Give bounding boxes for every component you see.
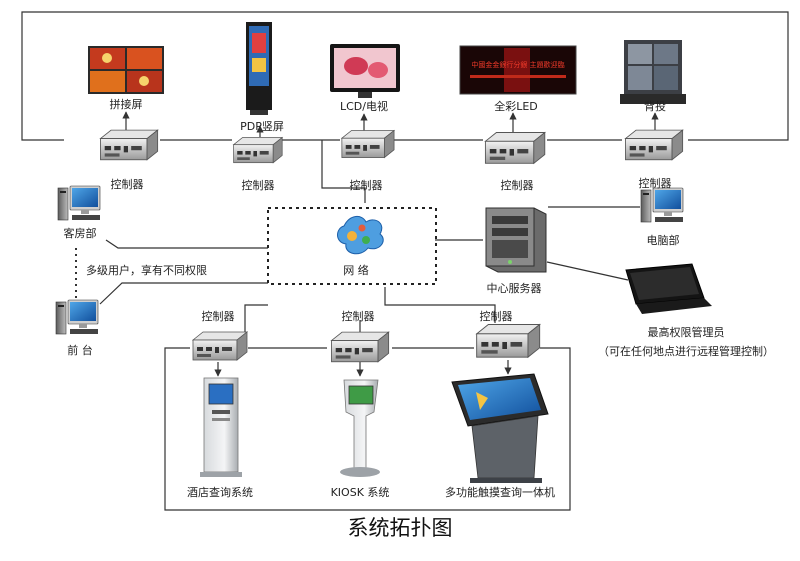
controller-label-8: 控制器 — [479, 310, 513, 323]
controller-lcd — [341, 130, 395, 159]
central-server-label: 中心服务器 — [486, 282, 542, 295]
controller-splice — [99, 129, 159, 161]
controller-pdp — [233, 137, 283, 164]
front-desk-pc-icon — [55, 299, 99, 335]
touch-query-kiosk-icon — [451, 373, 549, 483]
splice-screen-icon — [88, 46, 164, 94]
controller-kiosk — [330, 331, 390, 363]
pdp-vertical-screen-icon — [246, 22, 272, 115]
controller-label-1: 控制器 — [110, 178, 144, 191]
computer-dept-pc-icon — [640, 187, 684, 223]
hotel-query-kiosk-icon — [200, 377, 242, 477]
splice-screen-label: 拼接屏 — [109, 98, 143, 111]
diagram-title: 系统拓扑图 — [347, 516, 453, 540]
network-icon — [337, 216, 384, 255]
admin-laptop-icon — [625, 263, 712, 314]
controller-label-7: 控制器 — [341, 310, 375, 323]
admin-label: 最高权限管理员 — [647, 326, 725, 339]
lcd-tv-label: LCD/电视 — [340, 100, 388, 113]
rear-projection-icon — [620, 40, 686, 104]
controller-label-6: 控制器 — [201, 310, 235, 323]
projection-label: 背投 — [644, 100, 666, 113]
connection-lines — [21, 11, 789, 511]
guest-dept-pc-icon — [57, 185, 101, 221]
led-label: 全彩LED — [494, 100, 538, 113]
pdp-screen-label: PDP竖屏 — [240, 120, 284, 133]
controller-label-2: 控制器 — [241, 179, 275, 192]
controller-label-3: 控制器 — [349, 179, 383, 192]
touch-query-label: 多功能触摸查询一体机 — [445, 486, 555, 499]
lcd-tv-icon — [330, 44, 400, 98]
display-arrows — [122, 111, 659, 137]
controller-led — [484, 131, 546, 164]
controller-label-5: 控制器 — [638, 177, 672, 190]
multi-user-label: 多级用户，享有不同权限 — [86, 264, 207, 277]
front-desk-label: 前 台 — [67, 344, 93, 357]
controller-label-4: 控制器 — [500, 179, 534, 192]
controller-touch — [476, 323, 541, 358]
full-color-led-icon: 中國金金銀行分銀 主題歡迎臨 — [459, 45, 577, 95]
led-text: 中國金金銀行分銀 主題歡迎臨 — [471, 60, 564, 69]
controller-projection — [624, 129, 684, 161]
kiosk-arrows — [214, 360, 512, 377]
network-label: 网 络 — [343, 264, 369, 277]
hotel-query-label: 酒店查询系统 — [187, 486, 253, 499]
guest-dept-label: 客房部 — [63, 227, 97, 240]
kiosk-system-label: KIOSK 系统 — [330, 486, 390, 499]
central-server-icon — [485, 207, 547, 273]
kiosk-terminal-icon — [340, 379, 380, 477]
computer-dept-label: 电脑部 — [646, 234, 680, 247]
admin-note-label: （可在任何地点进行远程管理控制） — [598, 345, 774, 358]
network-box — [267, 207, 437, 285]
controller-hotel-query — [192, 331, 248, 361]
